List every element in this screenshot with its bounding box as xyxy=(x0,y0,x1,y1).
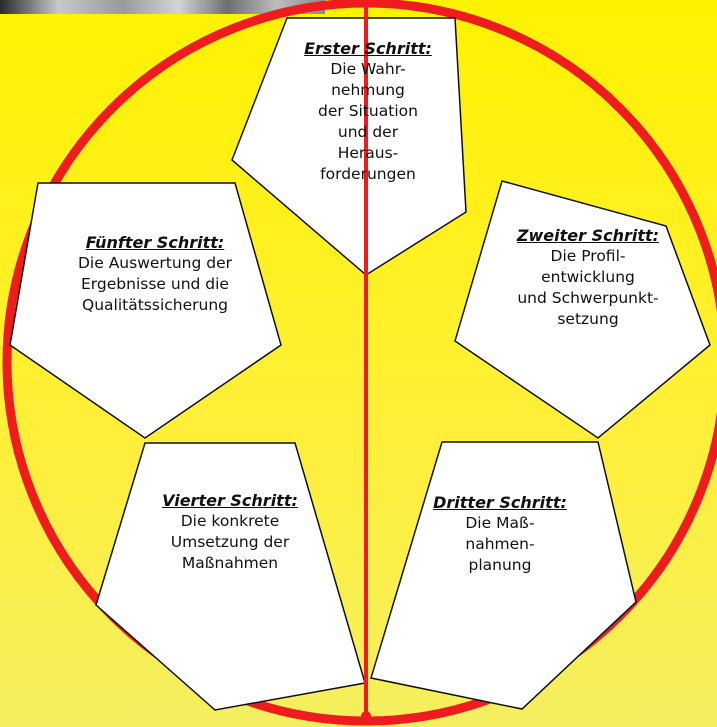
step-text-line: Heraus- xyxy=(337,144,399,162)
pentagon-dritter xyxy=(370,441,637,710)
step-text-line: nehmung xyxy=(331,81,405,99)
step-text-line: Umsetzung der xyxy=(170,533,290,551)
step-heading: Fünfter Schritt: xyxy=(85,233,225,252)
divider-end-dot xyxy=(361,711,371,721)
pentagon-erster xyxy=(231,17,467,276)
pentagon-zweiter xyxy=(454,180,711,439)
step-text-line: der Situation xyxy=(318,102,418,120)
step-heading: Vierter Schritt: xyxy=(162,491,298,510)
step-heading: Zweiter Schritt: xyxy=(516,226,660,245)
step-text-line: Ergebnisse und die xyxy=(81,275,229,293)
header-photo-strip xyxy=(0,0,325,14)
step-text-line: Die konkrete xyxy=(180,512,280,530)
step-label-dritter: Dritter Schritt: Die Maß- nahmen- planun… xyxy=(400,492,600,576)
step-heading: Erster Schritt: xyxy=(304,39,432,58)
pentagon-vierter xyxy=(95,442,366,711)
step-heading: Dritter Schritt: xyxy=(433,493,567,512)
step-text-line: Die Wahr- xyxy=(330,60,406,78)
step-label-zweiter: Zweiter Schritt: Die Profil- entwicklung… xyxy=(488,225,688,330)
step-text-line: und Schwerpunkt- xyxy=(517,289,659,307)
step-text-line: Qualitätssicherung xyxy=(82,296,228,314)
step-text-line: planung xyxy=(468,556,532,574)
step-label-vierter: Vierter Schritt: Die konkrete Umsetzung … xyxy=(130,490,330,574)
step-text-line: Die Maß- xyxy=(465,514,535,532)
step-text-line: forderungen xyxy=(320,165,416,183)
step-text-line: setzung xyxy=(557,310,619,328)
step-text-line: entwicklung xyxy=(541,268,635,286)
step-text-line: Die Auswertung der xyxy=(77,254,233,272)
pentagon-fuenfter xyxy=(9,182,282,439)
step-label-erster: Erster Schritt: Die Wahr- nehmung der Si… xyxy=(268,38,468,185)
step-text-line: Maßnahmen xyxy=(181,554,279,572)
step-text-line: nahmen- xyxy=(465,535,535,553)
step-text-line: und der xyxy=(337,123,399,141)
step-label-fuenfter: Fünfter Schritt: Die Auswertung der Erge… xyxy=(40,232,270,316)
step-text-line: Die Profil- xyxy=(550,247,626,265)
